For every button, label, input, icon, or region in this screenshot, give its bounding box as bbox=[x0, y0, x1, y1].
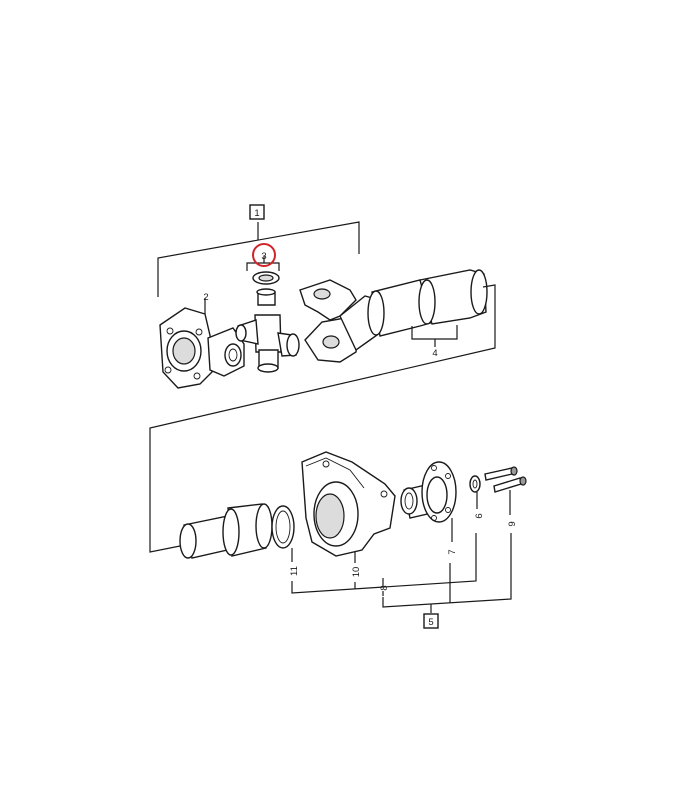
bearing-housing[interactable] bbox=[301, 451, 396, 557]
label-11: 11 bbox=[289, 566, 300, 576]
callout-bracket-8 bbox=[291, 533, 477, 596]
flange-yoke[interactable] bbox=[159, 307, 245, 389]
sliding-sleeve[interactable] bbox=[179, 503, 273, 559]
o-ring[interactable] bbox=[271, 505, 295, 549]
label-9: 9 bbox=[507, 521, 518, 526]
universal-joint-spider[interactable] bbox=[235, 271, 300, 373]
callout-1[interactable]: 1 bbox=[249, 204, 265, 220]
label-7: 7 bbox=[447, 549, 458, 554]
callout-labels: 1 2 3 4 5 6 7 8 9 10 11 bbox=[203, 204, 518, 629]
lower-assembly bbox=[179, 451, 527, 613]
washer[interactable] bbox=[469, 475, 481, 493]
label-8: 8 bbox=[379, 585, 390, 590]
label-2: 2 bbox=[203, 292, 208, 303]
callout-bracket-3 bbox=[246, 256, 280, 271]
connector-line-upper bbox=[149, 284, 496, 553]
label-3: 3 bbox=[261, 251, 266, 262]
flange-disc[interactable] bbox=[421, 461, 457, 523]
label-5: 5 bbox=[428, 617, 433, 628]
highlight-circle bbox=[252, 243, 276, 267]
label-1: 1 bbox=[254, 208, 259, 219]
bolts[interactable] bbox=[484, 466, 527, 493]
upper-assembly bbox=[149, 221, 496, 553]
callout-3-highlighted[interactable]: 3 bbox=[252, 243, 276, 267]
callout-bracket-1 bbox=[157, 221, 360, 297]
callout-bracket-4 bbox=[411, 325, 458, 347]
label-6: 6 bbox=[474, 513, 485, 518]
callout-bracket-5 bbox=[382, 533, 512, 613]
label-4: 4 bbox=[432, 348, 437, 359]
shaft-tube[interactable] bbox=[367, 269, 488, 337]
label-10: 10 bbox=[351, 567, 362, 578]
callout-5[interactable]: 5 bbox=[423, 613, 439, 629]
